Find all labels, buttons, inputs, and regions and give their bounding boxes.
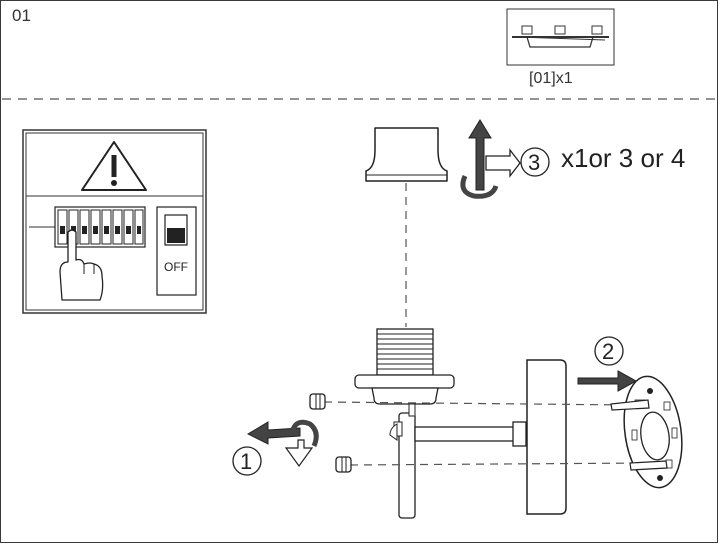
breaker-panel: OFF bbox=[22, 129, 207, 314]
callout-1-circle bbox=[232, 446, 262, 476]
warning-icon bbox=[81, 141, 147, 191]
lamp-arm bbox=[389, 403, 527, 519]
rotate-arrow-icon bbox=[460, 119, 521, 199]
callout-2-circle bbox=[594, 336, 624, 366]
threaded-nipple bbox=[354, 328, 455, 405]
mounting-plate bbox=[610, 375, 683, 489]
callout-3-circle bbox=[520, 147, 550, 177]
callout-1-number: 1 bbox=[240, 449, 252, 474]
callout-3-quantity: x1or 3 or 4 bbox=[561, 143, 686, 173]
canopy-cup bbox=[365, 127, 448, 182]
callout-3-number: 3 bbox=[528, 150, 540, 175]
alignment-line-lower bbox=[349, 462, 651, 466]
arrow-2-icon bbox=[577, 370, 638, 392]
parts-caption: [01]x1 bbox=[529, 70, 573, 87]
cap-nut-upper bbox=[309, 393, 326, 410]
arrow-1-icon bbox=[246, 419, 319, 468]
off-label: OFF bbox=[164, 260, 188, 274]
parts-thumbnail bbox=[506, 8, 615, 66]
step-number: 01 bbox=[12, 6, 31, 25]
back-plate bbox=[526, 359, 567, 515]
cap-nut-lower bbox=[335, 456, 352, 473]
callout-2-number: 2 bbox=[602, 339, 614, 364]
alignment-line-upper bbox=[323, 401, 631, 406]
